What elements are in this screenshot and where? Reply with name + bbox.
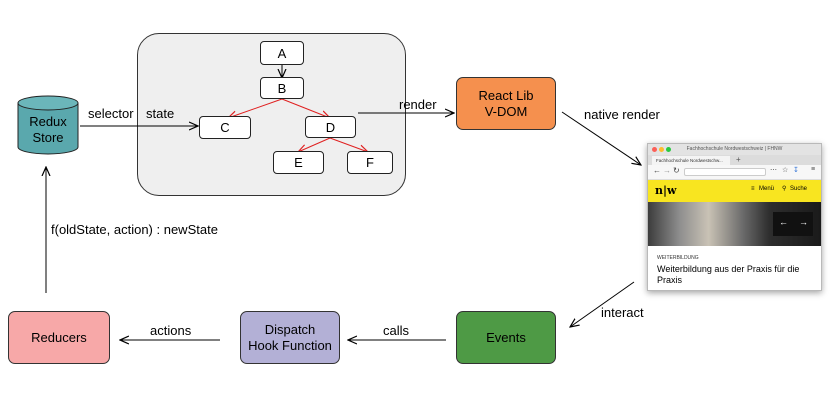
page-content: WEITERBILDUNG Weiterbildung aus der Prax… xyxy=(648,246,821,290)
forward-arrow-icon: → xyxy=(663,166,671,175)
tree-node-e-label: E xyxy=(294,155,303,170)
edge-d-e xyxy=(298,137,331,152)
reload-icon: ↻ xyxy=(673,166,680,175)
hamburger-icon: ≡ xyxy=(811,166,816,173)
redux-store-cylinder xyxy=(17,95,79,155)
edge-label-render: render xyxy=(399,97,437,112)
tree-node-a: A xyxy=(260,41,304,65)
browser-window-title: Fachhochschule Nordwestschweiz | FHNW xyxy=(686,146,783,152)
redux-store-line1: Redux xyxy=(29,114,67,129)
minimize-dot-icon xyxy=(659,147,664,152)
tree-node-f: F xyxy=(347,151,393,174)
tree-node-a-label: A xyxy=(277,45,287,61)
back-arrow-icon: ← xyxy=(653,166,661,175)
tree-node-b-label: B xyxy=(277,80,287,96)
site-search-label: Suche xyxy=(790,186,808,192)
react-lib-box: React Lib V-DOM xyxy=(456,77,556,130)
dispatch-box: Dispatch Hook Function xyxy=(240,311,340,364)
browser-titlebar: Fachhochschule Nordwestschweiz | FHNW xyxy=(648,144,821,155)
edge-label-actions: actions xyxy=(150,323,192,338)
tree-node-e: E xyxy=(273,151,324,174)
reducers-label: Reducers xyxy=(31,329,87,345)
site-menu-label: Menü xyxy=(759,186,775,192)
react-lib-line1: React Lib xyxy=(478,87,534,103)
tree-node-f-label: F xyxy=(366,155,374,170)
hero-photo: ← → xyxy=(648,202,821,246)
events-label: Events xyxy=(486,329,526,345)
content-headline-line2: Praxis xyxy=(657,275,683,285)
dispatch-line1: Dispatch xyxy=(264,321,316,337)
search-icon: ⚲ xyxy=(782,186,787,192)
browser-navbar: ← → ↻ ⋯ ☆ ↧ ≡ xyxy=(648,165,821,180)
edge-native-render xyxy=(561,111,641,165)
bookmark-icon: ☆ xyxy=(782,167,789,174)
tree-node-c-label: C xyxy=(220,120,230,135)
menu-dots-icon: ⋯ xyxy=(770,167,777,174)
edge-label-reducer-fn: f(oldState, action) : newState xyxy=(51,222,218,237)
redux-store-line2: Store xyxy=(32,130,64,145)
maximize-dot-icon xyxy=(666,147,671,152)
reducers-box: Reducers xyxy=(8,311,110,364)
content-headline-line1: Weiterbildung aus der Praxis für die xyxy=(657,264,800,274)
edge-label-state: state xyxy=(146,106,175,121)
events-box: Events xyxy=(456,311,556,364)
browser-screenshot: Fachhochschule Nordwestschweiz | FHNW Fa… xyxy=(647,143,822,291)
edge-interact xyxy=(570,281,635,327)
browser-tab-title: Fachhochschule Nordwestschw... xyxy=(656,158,723,163)
tree-node-c: C xyxy=(199,116,251,139)
edge-b-d xyxy=(281,98,330,118)
tree-node-b: B xyxy=(260,77,304,99)
slider-prev-icon: ← xyxy=(779,217,788,227)
edge-d-f xyxy=(329,137,368,152)
slider-next-icon: → xyxy=(799,217,808,227)
download-icon: ↧ xyxy=(793,167,799,174)
edge-label-interact: interact xyxy=(601,305,644,320)
tree-node-d-label: D xyxy=(325,119,336,135)
edge-label-selector: selector xyxy=(88,106,134,121)
browser-tab: Fachhochschule Nordwestschw... xyxy=(652,156,730,165)
new-tab-icon: + xyxy=(736,155,741,164)
site-header: n|w ≡ Menü ⚲ Suche xyxy=(648,180,821,202)
address-bar xyxy=(684,168,766,176)
edge-b-c xyxy=(228,98,283,118)
close-dot-icon xyxy=(652,147,657,152)
redux-store-label: Redux Store xyxy=(18,110,78,150)
menu-icon: ≡ xyxy=(751,186,755,192)
edge-label-native-render: native render xyxy=(584,107,660,122)
browser-tabbar: Fachhochschule Nordwestschw... + xyxy=(648,155,821,165)
content-category: WEITERBILDUNG xyxy=(657,255,699,261)
slider-arrows-panel xyxy=(773,212,813,236)
site-logo: n|w xyxy=(655,184,677,197)
dispatch-line2: Hook Function xyxy=(248,337,332,353)
tree-node-d: D xyxy=(305,116,356,138)
react-lib-line2: V-DOM xyxy=(484,103,528,119)
edge-label-calls: calls xyxy=(383,323,410,338)
